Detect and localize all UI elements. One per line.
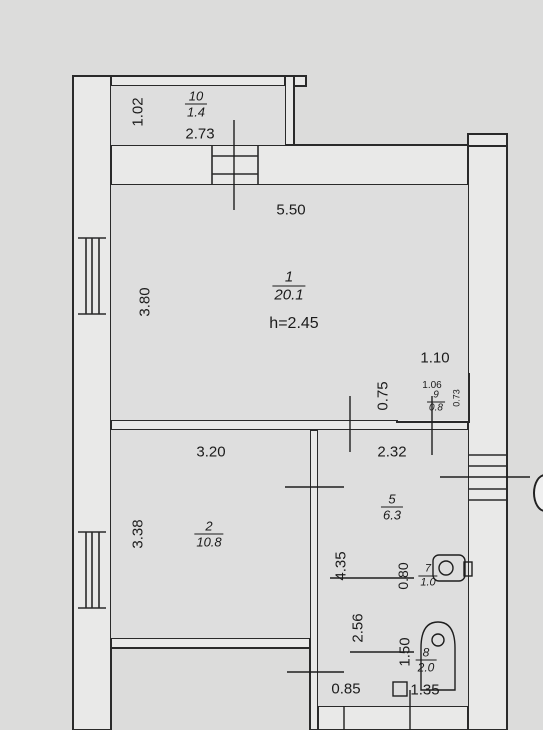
wall-right — [467, 133, 508, 730]
dim-closet-width: 1.06 — [422, 380, 442, 391]
dim-room1-depth: 3.80 — [136, 287, 154, 317]
window-left-lower — [78, 531, 106, 609]
dim-balcony-depth: 1.02 — [129, 97, 147, 127]
dim-room2-width: 3.20 — [196, 443, 226, 461]
wall-left — [72, 75, 112, 730]
room-1-area: 20.1 — [274, 286, 304, 304]
room-5-label: 5 6.3 — [380, 492, 404, 523]
room-10-number: 10 — [184, 89, 208, 105]
room-10-label: 10 1.4 — [184, 89, 208, 120]
toilet-bowl — [420, 621, 456, 691]
wall-corner-right — [467, 133, 508, 147]
room-5-area: 6.3 — [382, 507, 402, 523]
dim-room8-width: 1.35 — [410, 681, 440, 699]
room-1-label: 1 20.1 — [272, 269, 306, 304]
dim-hall-width: 2.32 — [377, 443, 407, 461]
room-8-number: 8 — [415, 646, 437, 661]
toilet-seat — [431, 633, 445, 647]
dim-room1-width: 5.50 — [276, 201, 306, 219]
room-10-area: 1.4 — [186, 104, 206, 120]
balcony-door — [211, 145, 259, 185]
room-10-floor — [111, 86, 285, 145]
dim-room2-depth: 3.38 — [129, 519, 147, 549]
toilet-tank — [392, 681, 408, 697]
room-2-label: 2 10.8 — [194, 519, 224, 550]
dim-room7-depth: 0.80 — [395, 562, 411, 590]
room-9-number: 9 — [427, 390, 445, 403]
sink-tap — [463, 561, 473, 577]
wall-bedroom-right — [309, 429, 319, 730]
window-right — [468, 454, 507, 501]
wall-top-main — [110, 144, 469, 186]
room-2-area: 10.8 — [196, 534, 222, 550]
sink-fixture — [432, 554, 466, 582]
room-7-number: 7 — [418, 563, 438, 577]
room-8-area: 2.0 — [417, 660, 435, 675]
room-2-number: 2 — [194, 519, 224, 535]
room-5-number: 5 — [380, 492, 404, 508]
dim-closet-side: 0.73 — [451, 389, 462, 407]
room-9-area: 0.8 — [429, 402, 443, 414]
room-9-floor — [403, 380, 463, 420]
wall-bottom-corridor — [317, 705, 469, 730]
dim-balcony-width: 2.73 — [185, 125, 215, 143]
room-1-number: 1 — [272, 269, 306, 287]
dim-closet-depth: 0.75 — [374, 381, 392, 411]
window-left-upper — [78, 237, 106, 315]
wall-lower-left — [110, 637, 311, 649]
ceiling-height: h=2.45 — [269, 315, 319, 332]
dim-room8-depth: 1.50 — [396, 637, 414, 667]
dim-lower-hall: 2.56 — [349, 613, 367, 643]
wall-balcony-right — [284, 75, 295, 146]
dim-closet-offset: 1.10 — [420, 349, 450, 367]
dim-hall-depth: 4.35 — [332, 551, 350, 581]
wall-balcony-top — [110, 75, 307, 87]
room-8-label: 8 2.0 — [415, 646, 437, 675]
room-9-label: 9 0.8 — [427, 390, 445, 415]
dim-door-width: 0.85 — [331, 680, 361, 698]
room-7-area: 1.0 — [420, 576, 436, 589]
sink-drain — [438, 560, 454, 576]
room-7-label: 7 1.0 — [418, 563, 438, 590]
